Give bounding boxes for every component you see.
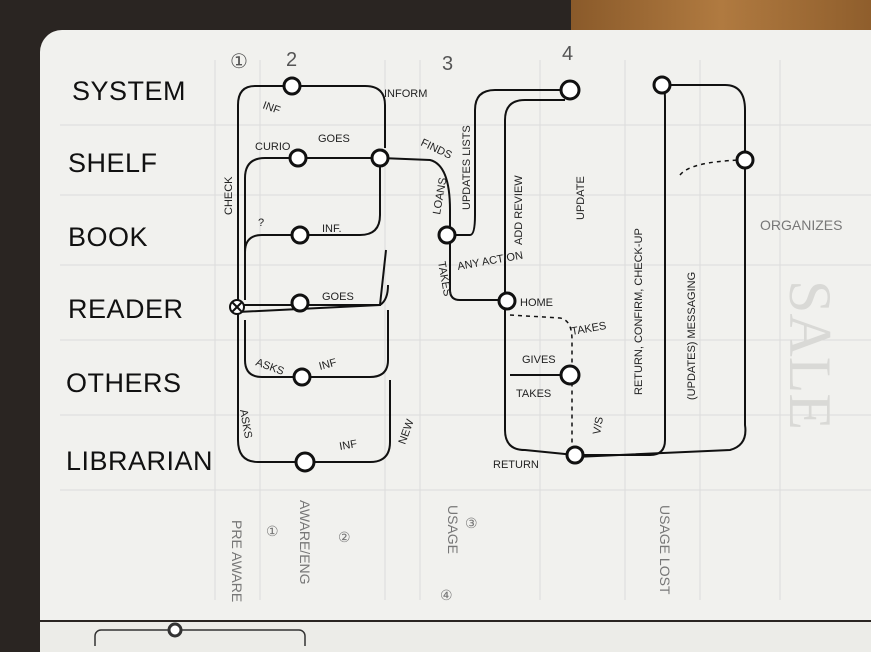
label-return-confirm: RETURN, CONFIRM, CHECK-UP — [633, 228, 645, 395]
label-inf-others: INF — [318, 357, 338, 373]
row-label-others: OTHERS — [66, 368, 182, 398]
label-inform: INFORM — [384, 88, 427, 100]
node-reader-4 — [497, 291, 517, 311]
bottom-label-usage-lost: USAGE LOST — [657, 505, 673, 595]
label-finds: FINDS — [419, 137, 454, 162]
node-librarian-4 — [565, 445, 585, 465]
ghost-bleed-text: SALE — [777, 280, 843, 430]
label-inf-top: INF — [261, 100, 282, 117]
node-shelf-5 — [735, 150, 755, 170]
label-asks-low: ASKS — [237, 408, 254, 439]
journey-paths — [237, 81, 747, 463]
bottom-label-usage: USAGE — [445, 505, 461, 554]
node-shelf-3 — [370, 148, 390, 168]
label-any-action: ANY ACTION — [456, 250, 524, 273]
bottom-label-pre-aware: PRE AWARE — [229, 520, 245, 602]
node-others-2 — [292, 367, 312, 387]
column-number-2: 2 — [286, 49, 297, 71]
label-asks: ASKS — [254, 357, 286, 378]
label-add-review: ADD REVIEW — [513, 175, 525, 245]
node-system-5 — [652, 75, 672, 95]
next-page-sketch — [94, 622, 306, 646]
label-takes-low: TAKES — [516, 388, 551, 400]
label-updates-lists: UPDATES LISTS — [461, 125, 473, 210]
row-label-librarian: LIBRARIAN — [66, 446, 213, 476]
node-system-4 — [559, 79, 581, 101]
label-return-low: RETURN — [493, 459, 539, 471]
node-shelf-2 — [288, 148, 308, 168]
row-label-shelf: SHELF — [68, 148, 158, 178]
label-inf-book: INF. — [322, 223, 342, 235]
node-reader-2 — [290, 293, 310, 313]
row-label-book: BOOK — [68, 222, 148, 252]
label-loans: LOANS — [431, 177, 449, 216]
label-goes-top: GOES — [318, 133, 350, 145]
label-takes-right: TAKES — [570, 320, 607, 338]
label-home: HOME — [520, 297, 553, 309]
label-new: NEW — [397, 417, 417, 446]
node-others-4 — [559, 364, 581, 386]
column-number-3: 3 — [442, 53, 453, 75]
dashed-paths — [509, 159, 741, 450]
label-v-s: V/S — [591, 416, 606, 436]
notebook-page — [40, 30, 871, 620]
node-librarian-2 — [294, 451, 316, 473]
bottom-number-4: ④ — [440, 587, 453, 603]
label-question: ? — [258, 217, 264, 229]
column-number-1: ① — [230, 51, 248, 73]
grid-lines — [60, 60, 871, 600]
label-curio: CURIO — [255, 141, 291, 153]
label-check: CHECK — [223, 176, 235, 215]
bottom-number-3: ③ — [465, 515, 478, 531]
label-gives: GIVES — [522, 354, 556, 366]
bottom-number-2: ② — [338, 529, 351, 545]
node-system-2 — [282, 76, 302, 96]
bottom-number-1: ① — [266, 523, 279, 539]
node-book-2 — [290, 225, 310, 245]
bottom-label-aware-eng: AWARE/ENG — [297, 500, 313, 585]
row-label-reader: READER — [68, 294, 184, 324]
row-label-system: SYSTEM — [72, 76, 186, 106]
column-number-4: 4 — [562, 43, 573, 65]
journey-nodes — [282, 75, 755, 473]
node-x-marker — [229, 299, 245, 315]
label-update: UPDATE — [575, 176, 587, 220]
label-inf-lib: INF — [338, 438, 358, 453]
node-book-3 — [437, 225, 457, 245]
label-goes-reader: GOES — [322, 291, 354, 303]
label-organizes: ORGANIZES — [760, 217, 842, 233]
label-updates-messaging: (UPDATES) MESSAGING — [686, 272, 698, 400]
